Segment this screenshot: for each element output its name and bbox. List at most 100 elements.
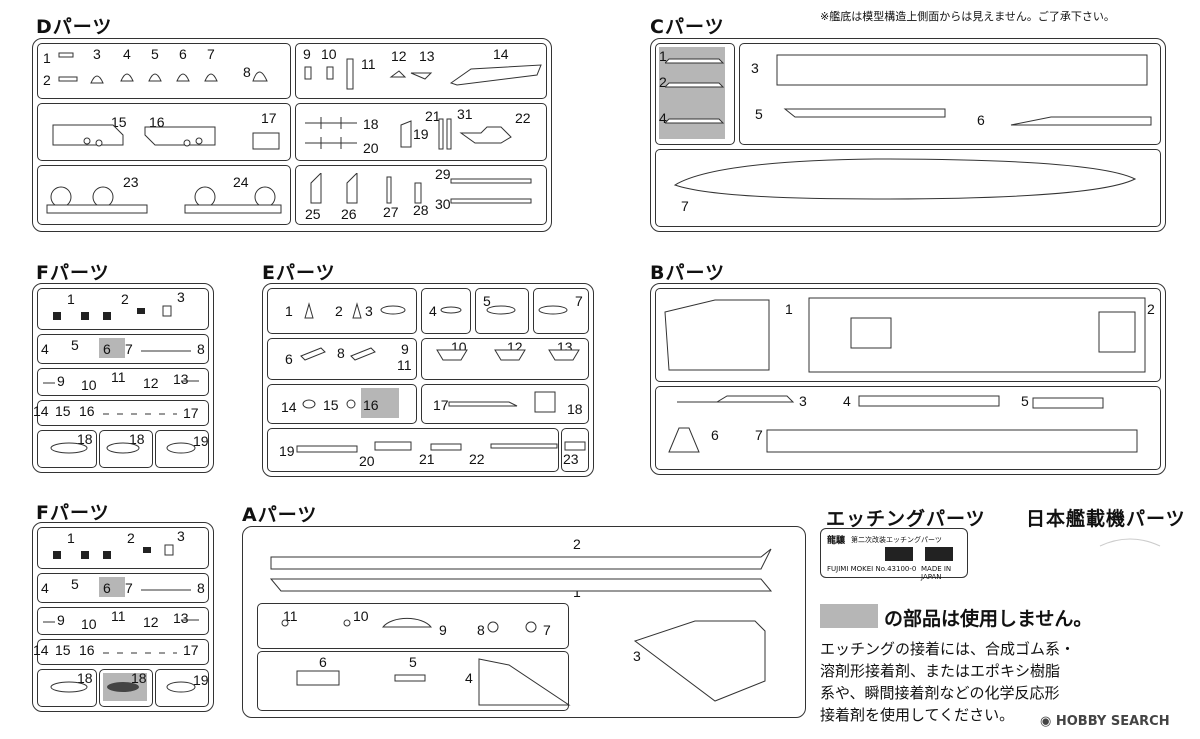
part-number: 21 bbox=[419, 451, 435, 467]
part-number: 10 bbox=[321, 46, 337, 62]
part-number: 2 bbox=[335, 303, 343, 319]
watermark-icon: ◉ bbox=[1040, 714, 1056, 729]
sprue-d-wheel-parts-illustration bbox=[46, 186, 282, 214]
aircraft-parts-illustration bbox=[1099, 538, 1161, 547]
unused-legend-swatch bbox=[820, 604, 878, 628]
part-number: 17 bbox=[183, 405, 199, 421]
part-number: 10 bbox=[81, 377, 97, 393]
part-number: 1 bbox=[285, 303, 293, 319]
part-number: 8 bbox=[197, 341, 205, 357]
part-number: 6 bbox=[285, 351, 293, 367]
part-number: 7 bbox=[125, 580, 133, 596]
sprue-f2-row-3 bbox=[37, 607, 209, 635]
part-number: 3 bbox=[177, 289, 185, 305]
part-number: 4 bbox=[41, 341, 49, 357]
sprue-e-cell-5 bbox=[267, 338, 417, 380]
part-number: 11 bbox=[397, 357, 412, 373]
sprue-b: 1 2 3 4 5 6 7 bbox=[650, 283, 1166, 475]
part-number: 11 bbox=[361, 56, 376, 72]
part-number: 4 bbox=[465, 670, 473, 686]
part-number: 23 bbox=[563, 451, 579, 467]
sprue-f-2: 1 2 3 4 5 6 7 8 9 10 11 12 13 14 15 16 1… bbox=[32, 522, 214, 712]
part-number: 17 bbox=[183, 642, 199, 658]
part-number: 19 bbox=[413, 126, 429, 142]
part-number: 6 bbox=[977, 112, 985, 128]
part-number: 5 bbox=[755, 106, 763, 122]
section-title-f2: Fパーツ bbox=[36, 502, 110, 524]
part-number: 28 bbox=[413, 202, 429, 218]
part-number: 11 bbox=[111, 369, 126, 385]
sprue-d: 1 2 3 4 5 6 7 8 9 10 11 12 13 14 15 16 1… bbox=[32, 38, 552, 232]
etching-plate: 龍驤 第二次改装エッチングパーツ FUJIMI MOKEI No.43100-0… bbox=[820, 528, 968, 581]
part-number: 14 bbox=[493, 46, 509, 62]
part-number: 18 bbox=[567, 401, 583, 417]
section-title-b: Bパーツ bbox=[650, 262, 726, 284]
part-number: 7 bbox=[207, 46, 215, 62]
part-number: 3 bbox=[177, 528, 185, 544]
instruction-line-4: 接着剤を使用してください。 bbox=[820, 706, 1015, 724]
sprue-e-cell-2 bbox=[421, 288, 471, 334]
part-number: 4 bbox=[429, 303, 437, 319]
part-number: 4 bbox=[843, 393, 851, 409]
part-number: 4 bbox=[41, 580, 49, 596]
part-number: 18 bbox=[77, 431, 93, 447]
etching-parts-illustration bbox=[885, 547, 953, 561]
part-number: 16 bbox=[149, 114, 165, 130]
section-title-e: Eパーツ bbox=[262, 262, 336, 284]
sprue-d-hull-parts-illustration bbox=[52, 124, 280, 150]
part-number: 1 bbox=[43, 50, 51, 66]
part-number: 7 bbox=[575, 293, 583, 309]
part-number: 15 bbox=[323, 397, 339, 413]
part-number: 6 bbox=[103, 341, 111, 357]
part-number: 14 bbox=[33, 642, 49, 658]
part-number: 2 bbox=[121, 291, 129, 307]
part-number: 3 bbox=[93, 46, 101, 62]
part-number: 6 bbox=[319, 654, 327, 670]
etching-plate-made-in: MADE IN JAPAN bbox=[921, 565, 952, 581]
part-number: 10 bbox=[353, 608, 369, 624]
part-number: 27 bbox=[383, 204, 399, 220]
part-number: 7 bbox=[755, 427, 763, 443]
part-number: 3 bbox=[365, 303, 373, 319]
watermark: ◉ HOBBY SEARCH bbox=[1040, 714, 1170, 729]
part-number: 12 bbox=[391, 48, 407, 64]
part-number: 19 bbox=[279, 443, 295, 459]
part-number: 21 bbox=[425, 108, 441, 124]
section-title-c: Cパーツ bbox=[650, 16, 725, 38]
part-number: 5 bbox=[409, 654, 417, 670]
part-number: 13 bbox=[419, 48, 435, 64]
part-number: 5 bbox=[483, 293, 491, 309]
part-number: 6 bbox=[103, 580, 111, 596]
part-number: 20 bbox=[359, 453, 375, 469]
part-number: 8 bbox=[337, 345, 345, 361]
part-number: 12 bbox=[143, 375, 159, 391]
sprue-d-deck-parts-illustration bbox=[304, 58, 542, 90]
sprue-a-hull-parts-illustration bbox=[269, 548, 773, 706]
part-number: 3 bbox=[633, 648, 641, 664]
part-number: 5 bbox=[1021, 393, 1029, 409]
part-number: 5 bbox=[71, 576, 79, 592]
part-number: 16 bbox=[79, 403, 95, 419]
etching-plate-brand: FUJIMI MOKEI No.43100-0 bbox=[827, 565, 917, 573]
section-title-etching: エッチングパーツ bbox=[826, 508, 986, 530]
part-number: 14 bbox=[33, 403, 49, 419]
part-number: 3 bbox=[799, 393, 807, 409]
unused-part-marker bbox=[361, 388, 399, 418]
part-number: 5 bbox=[71, 337, 79, 353]
sprue-f2-parts-illustration bbox=[43, 544, 199, 693]
part-number: 1 bbox=[785, 301, 793, 317]
part-number: 7 bbox=[681, 198, 689, 214]
part-number: 4 bbox=[123, 46, 131, 62]
part-number: 2 bbox=[1147, 301, 1155, 317]
part-number: 7 bbox=[543, 622, 551, 638]
part-number: 8 bbox=[197, 580, 205, 596]
sprue-f1-row-4 bbox=[37, 400, 209, 426]
sprue-f2-row-1 bbox=[37, 527, 209, 569]
sprue-d-cell-5 bbox=[37, 165, 291, 225]
notice-text: ※艦底は模型構造上側面からは見えません。ご了承下さい。 bbox=[820, 10, 1115, 23]
unused-part-marker bbox=[99, 338, 125, 358]
sprue-c-hull-parts-illustration bbox=[665, 54, 1152, 200]
part-number: 4 bbox=[659, 110, 667, 126]
part-number: 2 bbox=[659, 74, 667, 90]
sprue-d-small-parts-illustration bbox=[58, 52, 268, 84]
